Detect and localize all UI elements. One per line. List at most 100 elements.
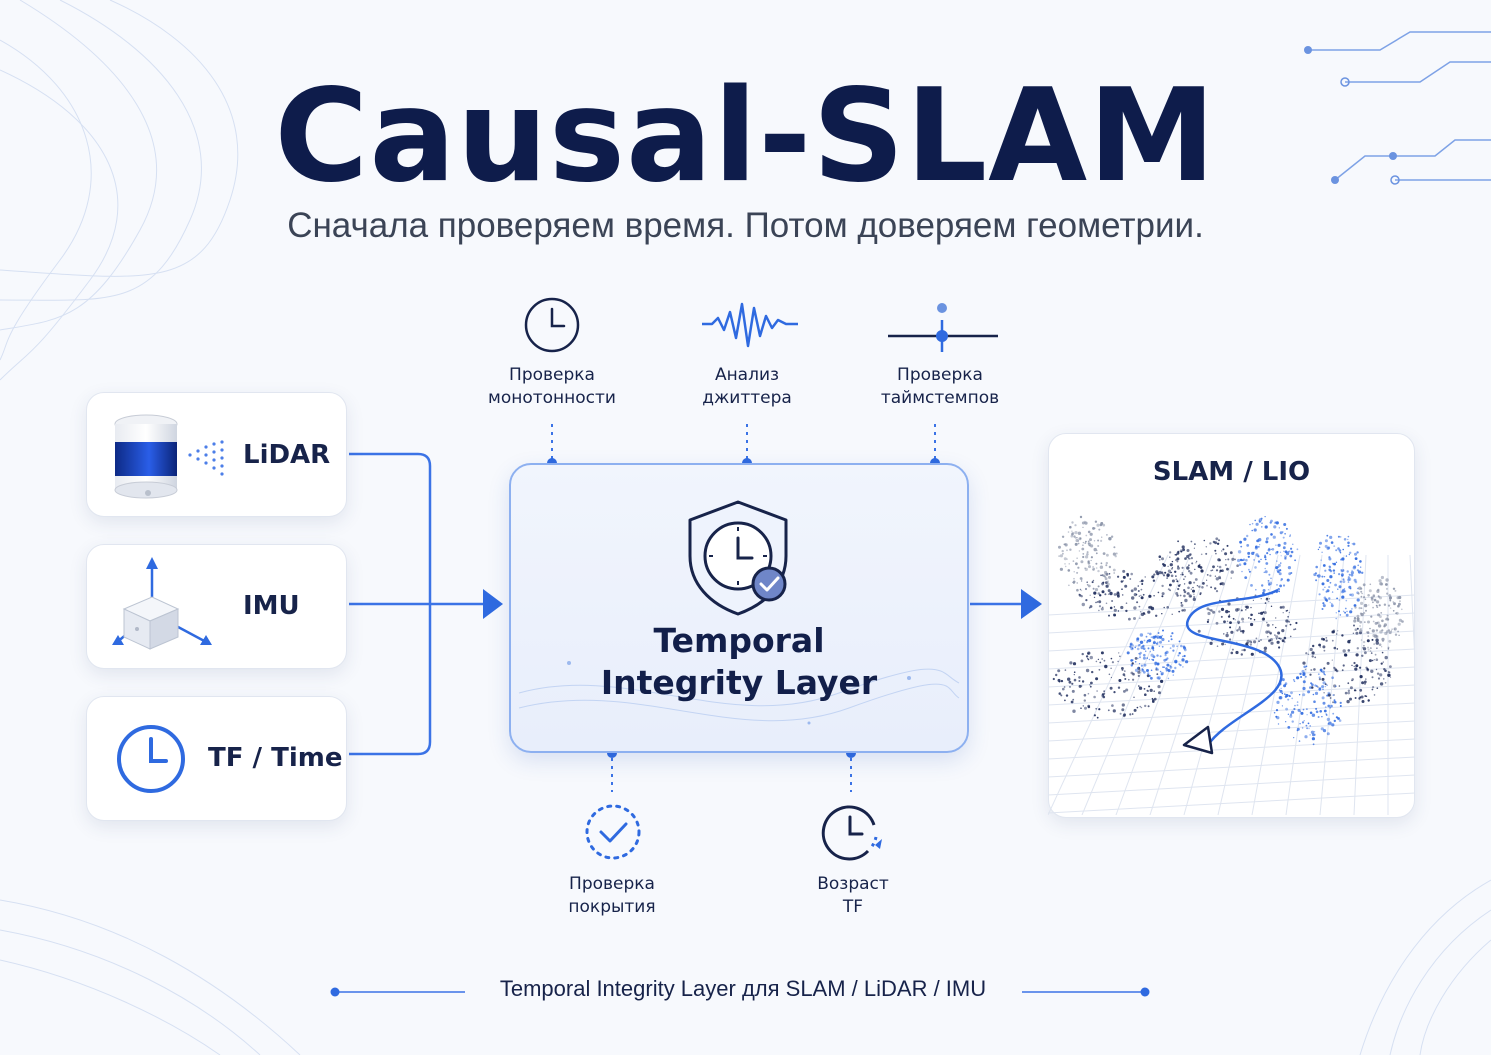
point-cloud-dot xyxy=(1157,591,1160,594)
point-cloud-dot xyxy=(1385,630,1389,633)
point-cloud-dot xyxy=(1063,557,1067,561)
point-cloud-dot xyxy=(1183,654,1186,658)
point-cloud-dot xyxy=(1097,658,1100,661)
point-cloud-dot xyxy=(1365,609,1367,612)
point-cloud-dot xyxy=(1183,589,1186,592)
point-cloud-dot xyxy=(1203,539,1206,542)
point-cloud-dot xyxy=(1276,560,1278,562)
point-cloud-dot xyxy=(1333,700,1337,704)
point-cloud-dot xyxy=(1138,595,1140,597)
point-cloud-dot xyxy=(1390,630,1393,632)
point-cloud-dot xyxy=(1250,641,1253,644)
robot-pose-marker-icon xyxy=(1182,725,1214,755)
point-cloud-dot xyxy=(1292,543,1294,545)
point-cloud-dot xyxy=(1349,551,1352,554)
point-cloud-dot xyxy=(1187,586,1190,590)
point-cloud-dot xyxy=(1226,544,1229,547)
point-cloud-dot xyxy=(1387,604,1391,607)
point-cloud-dot xyxy=(1367,620,1370,624)
point-cloud-dot xyxy=(1188,581,1192,585)
point-cloud-dot xyxy=(1087,530,1091,534)
point-cloud-dot xyxy=(1191,562,1194,565)
point-cloud-dot xyxy=(1316,574,1319,577)
point-cloud-dot xyxy=(1052,677,1055,681)
point-cloud-dot xyxy=(1137,590,1140,592)
point-cloud-dot xyxy=(1360,607,1363,610)
point-cloud-dot xyxy=(1370,615,1373,618)
point-cloud-dot xyxy=(1218,565,1222,569)
point-cloud-dot xyxy=(1329,535,1333,539)
point-cloud-dot xyxy=(1318,687,1322,691)
point-cloud-dot xyxy=(1284,695,1288,698)
point-cloud-dot xyxy=(1264,567,1266,570)
point-cloud-dot xyxy=(1268,583,1271,586)
point-cloud-dot xyxy=(1302,661,1306,665)
point-cloud-dot xyxy=(1113,606,1116,608)
point-cloud-dot xyxy=(1086,551,1089,554)
point-cloud-dot xyxy=(1194,578,1198,581)
point-cloud-dot xyxy=(1152,641,1156,645)
point-cloud-dot xyxy=(1317,673,1320,676)
point-cloud-dot xyxy=(1304,675,1307,678)
point-cloud-dot xyxy=(1105,584,1109,588)
point-cloud-dot xyxy=(1339,580,1342,583)
point-cloud-dot xyxy=(1318,546,1321,549)
point-cloud-dot xyxy=(1401,608,1403,611)
point-cloud-dot xyxy=(1155,570,1159,574)
point-cloud-dot xyxy=(1309,647,1313,652)
point-cloud-dot xyxy=(1389,676,1392,678)
point-cloud-dot xyxy=(1152,649,1155,651)
point-cloud-dot xyxy=(1215,590,1219,593)
point-cloud-dot xyxy=(1087,584,1091,588)
point-cloud-dot xyxy=(1368,589,1372,593)
point-cloud-dot xyxy=(1078,550,1081,552)
point-cloud-dot xyxy=(1332,694,1335,697)
point-cloud-dot xyxy=(1217,565,1219,567)
point-cloud-dot xyxy=(1348,577,1352,581)
point-cloud-dot xyxy=(1322,602,1325,605)
point-cloud-dot xyxy=(1302,708,1305,711)
point-cloud-dot xyxy=(1352,542,1356,546)
point-cloud-dot xyxy=(1377,677,1381,680)
point-cloud-dot xyxy=(1281,678,1285,682)
point-cloud-dot xyxy=(1266,537,1269,540)
point-cloud-dot xyxy=(1166,573,1170,577)
point-cloud-dot xyxy=(1161,635,1163,637)
point-cloud-dot xyxy=(1269,639,1271,642)
point-cloud-dot xyxy=(1322,604,1326,608)
point-cloud-dot xyxy=(1354,606,1357,609)
point-cloud-dot xyxy=(1285,707,1288,711)
shield-clock-check-icon xyxy=(688,500,788,616)
point-cloud-dot xyxy=(1171,632,1174,635)
point-cloud-dot xyxy=(1138,663,1141,665)
point-cloud-dot xyxy=(1147,632,1149,634)
point-cloud-dot xyxy=(1328,568,1331,572)
point-cloud-dot xyxy=(1381,619,1384,623)
point-cloud-dot xyxy=(1179,594,1182,597)
point-cloud-dot xyxy=(1349,697,1352,701)
point-cloud-dot xyxy=(1180,644,1183,648)
point-cloud-dot xyxy=(1206,607,1210,611)
point-cloud-dot xyxy=(1069,661,1073,665)
point-cloud-dot xyxy=(1356,617,1360,621)
point-cloud-dot xyxy=(1183,608,1186,612)
point-cloud-dot xyxy=(1323,692,1325,694)
point-cloud-dot xyxy=(1243,537,1247,541)
point-cloud-dot xyxy=(1100,562,1103,565)
point-cloud-dot xyxy=(1250,622,1254,627)
point-cloud-dot xyxy=(1143,653,1146,657)
point-cloud-dot xyxy=(1062,552,1064,555)
point-cloud-dot xyxy=(1314,691,1319,695)
point-cloud-dot xyxy=(1162,629,1164,632)
point-cloud-dot xyxy=(1166,606,1169,609)
point-cloud-dot xyxy=(1326,732,1330,736)
point-cloud-dot xyxy=(1279,569,1282,572)
point-cloud-dot xyxy=(1090,544,1094,548)
point-cloud-dot xyxy=(1279,562,1282,564)
point-cloud-dot xyxy=(1139,581,1141,583)
point-cloud-dot xyxy=(1097,592,1101,595)
point-cloud-dot xyxy=(1373,659,1375,661)
point-cloud-dot xyxy=(1356,551,1359,554)
point-cloud-dot xyxy=(1287,566,1291,570)
